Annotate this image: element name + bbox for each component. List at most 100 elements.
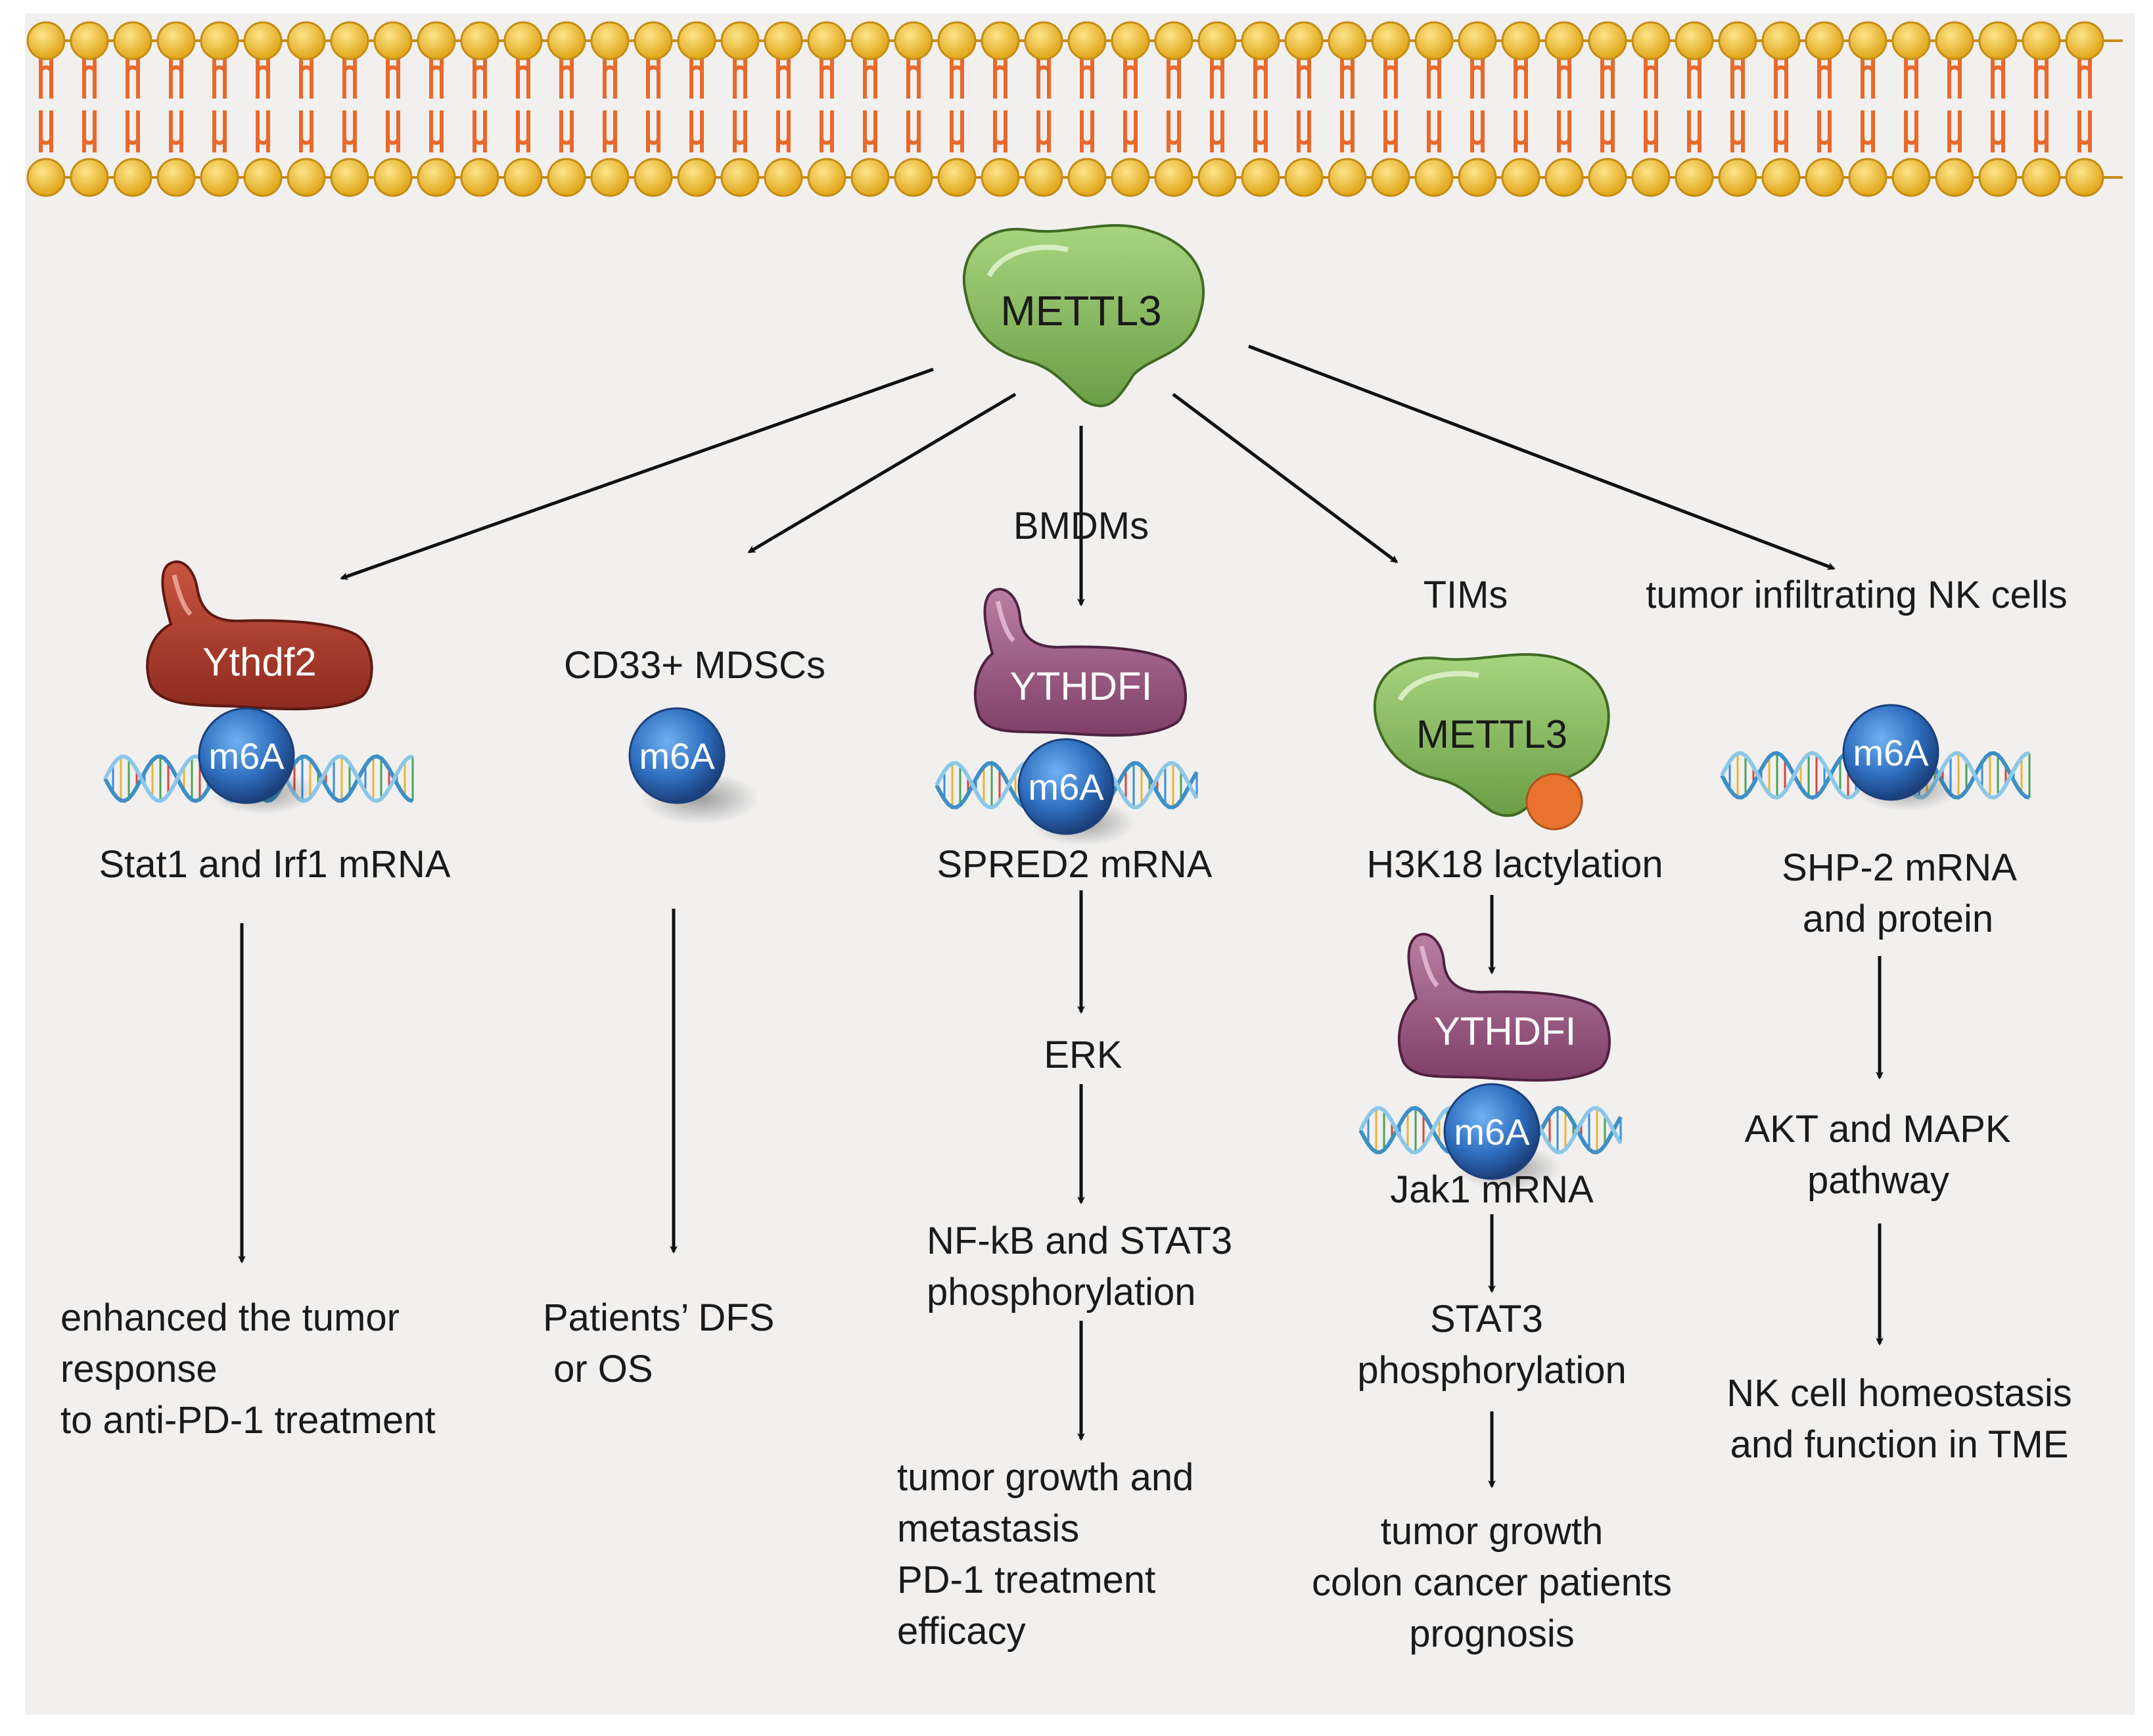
lipid-head: [850, 21, 890, 60]
lipid-tail: [429, 58, 444, 99]
arrow-mettl3-to-tims: [1172, 393, 1399, 563]
m6a-sphere-col1: m6A: [198, 707, 315, 815]
col1-outcome-line1: enhanced the tumor: [60, 1296, 400, 1339]
col4-outcome-line1: tumor growth: [1381, 1510, 1603, 1553]
bmdms-label: BMDMs: [1013, 505, 1149, 547]
mettl3-label-top: METTL3: [1000, 287, 1161, 334]
lipid-tail: [2034, 58, 2049, 99]
lipid-tail: [516, 110, 530, 152]
col4-outcome-line3: prognosis: [1409, 1612, 1574, 1655]
lipid-tail: [1123, 110, 1138, 152]
col3-outcome-line1: tumor growth and: [897, 1456, 1193, 1499]
m6a-label-col3: m6A: [1028, 766, 1104, 808]
lipid-tail: [2034, 110, 2049, 152]
lipid-head: [287, 21, 326, 60]
lipid-head: [243, 158, 283, 197]
lipid-tail: [1687, 110, 1702, 152]
lipid-tail: [1470, 110, 1485, 152]
lipid-tail: [1991, 58, 2005, 99]
lipid-head: [1241, 21, 1280, 60]
m6a-sphere-col2: m6A: [628, 707, 759, 825]
lipid-tail: [126, 58, 140, 99]
lipid-tail: [1947, 58, 1962, 99]
m6a-label-col5: m6A: [1853, 732, 1929, 773]
lipid-head: [1805, 21, 1844, 60]
lipid-tail: [473, 58, 487, 99]
lipid-head: [764, 21, 803, 60]
lipid-head: [981, 158, 1020, 197]
lipid-head: [1675, 21, 1714, 60]
col4-step-line1: STAT3: [1430, 1298, 1543, 1340]
ythdfi-protein-col4: YTHDFI: [1397, 932, 1611, 1082]
lipid-head: [417, 158, 456, 197]
lipid-head: [1978, 21, 2018, 60]
lipid-tail: [1167, 58, 1181, 99]
lipid-tail: [429, 110, 444, 152]
lipid-head: [634, 158, 673, 197]
lipid-head: [1544, 21, 1584, 60]
lipid-tail: [733, 58, 747, 99]
lipid-tail: [1080, 110, 1094, 152]
col1-outcome-line3: to anti-PD-1 treatment: [60, 1399, 436, 1442]
lipid-tail: [516, 58, 530, 99]
mettl3-label-col4: METTL3: [1416, 712, 1567, 756]
lipid-head: [2065, 21, 2104, 60]
lipid-tail: [559, 58, 574, 99]
lipid-head: [1414, 158, 1454, 197]
lipid-tail: [386, 110, 400, 152]
col5-outcome-line1: NK cell homeostasis: [1726, 1372, 2072, 1415]
arrow-mettl3-to-ythdf2: [340, 367, 934, 580]
col2-outcome-line2: or OS: [543, 1348, 653, 1390]
lipid-head: [1154, 158, 1193, 197]
lipid-tail: [1600, 110, 1615, 152]
mettl3-protein-col4: METTL3: [1373, 652, 1610, 831]
lipid-tail: [1427, 58, 1441, 99]
lipid-head: [26, 158, 66, 197]
lipid-head: [70, 158, 109, 197]
lipid-head: [937, 158, 977, 197]
lipid-head: [1241, 158, 1280, 197]
lipid-head: [590, 21, 630, 60]
lipid-tail: [82, 110, 97, 152]
col2-cell-type: CD33+ MDSCs: [564, 644, 825, 687]
lipid-head: [1761, 21, 1801, 60]
lipid-tail: [1644, 110, 1658, 152]
lipid-head: [70, 21, 109, 60]
lipid-tail: [1514, 110, 1528, 152]
lipid-tail: [1774, 58, 1788, 99]
lipid-tail: [299, 110, 313, 152]
lipid-tail: [1557, 58, 1571, 99]
lipid-tail: [169, 110, 183, 152]
lipid-head: [113, 158, 152, 197]
lipid-head: [1111, 158, 1150, 197]
lipid-head: [156, 21, 196, 60]
m6a-sphere-col5: m6A: [1842, 704, 1960, 811]
col3-outcome-line2: metastasis: [897, 1507, 1079, 1550]
arrows: [238, 344, 1884, 1488]
lipid-tail: [689, 110, 704, 152]
lipid-tail: [1036, 110, 1051, 152]
lipid-head: [1154, 21, 1193, 60]
lipid-tail: [1297, 58, 1311, 99]
lipid-head: [460, 21, 499, 60]
lipid-head: [1631, 21, 1671, 60]
col5-outcome-line2: and function in TME: [1730, 1423, 2069, 1466]
lipid-tail: [776, 58, 791, 99]
col4-outcome-line2: colon cancer patients: [1312, 1561, 1672, 1604]
lipid-head: [720, 21, 760, 60]
lipid-tail: [1687, 58, 1702, 99]
lipid-tail: [646, 110, 660, 152]
col1-outcome-line2: response: [60, 1348, 218, 1390]
m6a-sphere-col4: m6A: [1443, 1083, 1561, 1191]
lipid-tail: [299, 58, 313, 99]
col4-target: Jak1 mRNA: [1390, 1168, 1594, 1211]
lipid-head: [1371, 21, 1410, 60]
col5-step-line2: pathway: [1807, 1159, 1949, 1202]
lipid-tail: [1383, 58, 1398, 99]
ythdf2-protein: Ythdf2: [146, 560, 373, 711]
col5-target-line2: and protein: [1803, 898, 1993, 940]
m6a-label-col1: m6A: [208, 735, 285, 777]
lipid-head: [156, 158, 196, 197]
ythdfi-protein-col3: YTHDFI: [973, 587, 1187, 737]
